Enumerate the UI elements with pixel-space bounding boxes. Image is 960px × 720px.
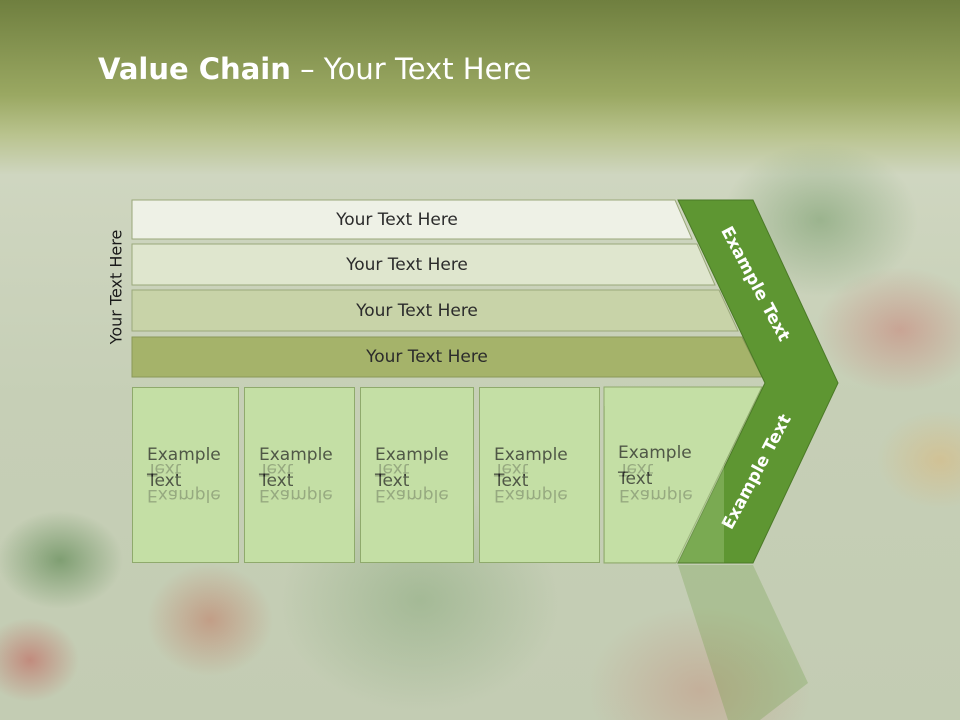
value-chain-arrow (677, 199, 839, 564)
column-4-line2: Text (494, 471, 529, 491)
column-5: Example Text (604, 387, 764, 563)
column-2: Example Text (244, 387, 355, 563)
title-bold: Value Chain (98, 52, 291, 86)
bar-2: Your Text Here (132, 245, 712, 285)
column-4: Example Text (479, 387, 600, 563)
bar-4: Your Text Here (132, 337, 752, 377)
column-5-line2: Text (618, 469, 653, 489)
bar-3: Your Text Here (132, 291, 732, 331)
column-5-shape (603, 386, 763, 564)
column-2-line1: Example (259, 445, 333, 465)
column-2-line2: Text (259, 471, 294, 491)
bar-1: Your Text Here (132, 200, 692, 240)
column-5-line1: Example (618, 443, 692, 463)
bar-3-label: Your Text Here (356, 301, 478, 321)
column-3-line2: Text (375, 471, 410, 491)
column-4-line1: Example (494, 445, 568, 465)
column-1-line2: Text (147, 471, 182, 491)
bar-2-label: Your Text Here (346, 255, 468, 275)
bar-4-label: Your Text Here (366, 347, 488, 367)
bar-1-label: Your Text Here (336, 210, 458, 230)
bar-shape-1 (131, 199, 693, 240)
column-3-line1: Example (375, 445, 449, 465)
slide-title: Value Chain – Your Text Here (98, 52, 532, 86)
bar-shape-3 (131, 289, 739, 332)
column-3: Example Text (360, 387, 474, 563)
column-1-line1: Example (147, 445, 221, 465)
column-1: Example Text (132, 387, 239, 563)
bar-shape-2 (131, 243, 716, 286)
title-rest: – Your Text Here (290, 52, 532, 86)
arrow-reflection (678, 565, 808, 720)
